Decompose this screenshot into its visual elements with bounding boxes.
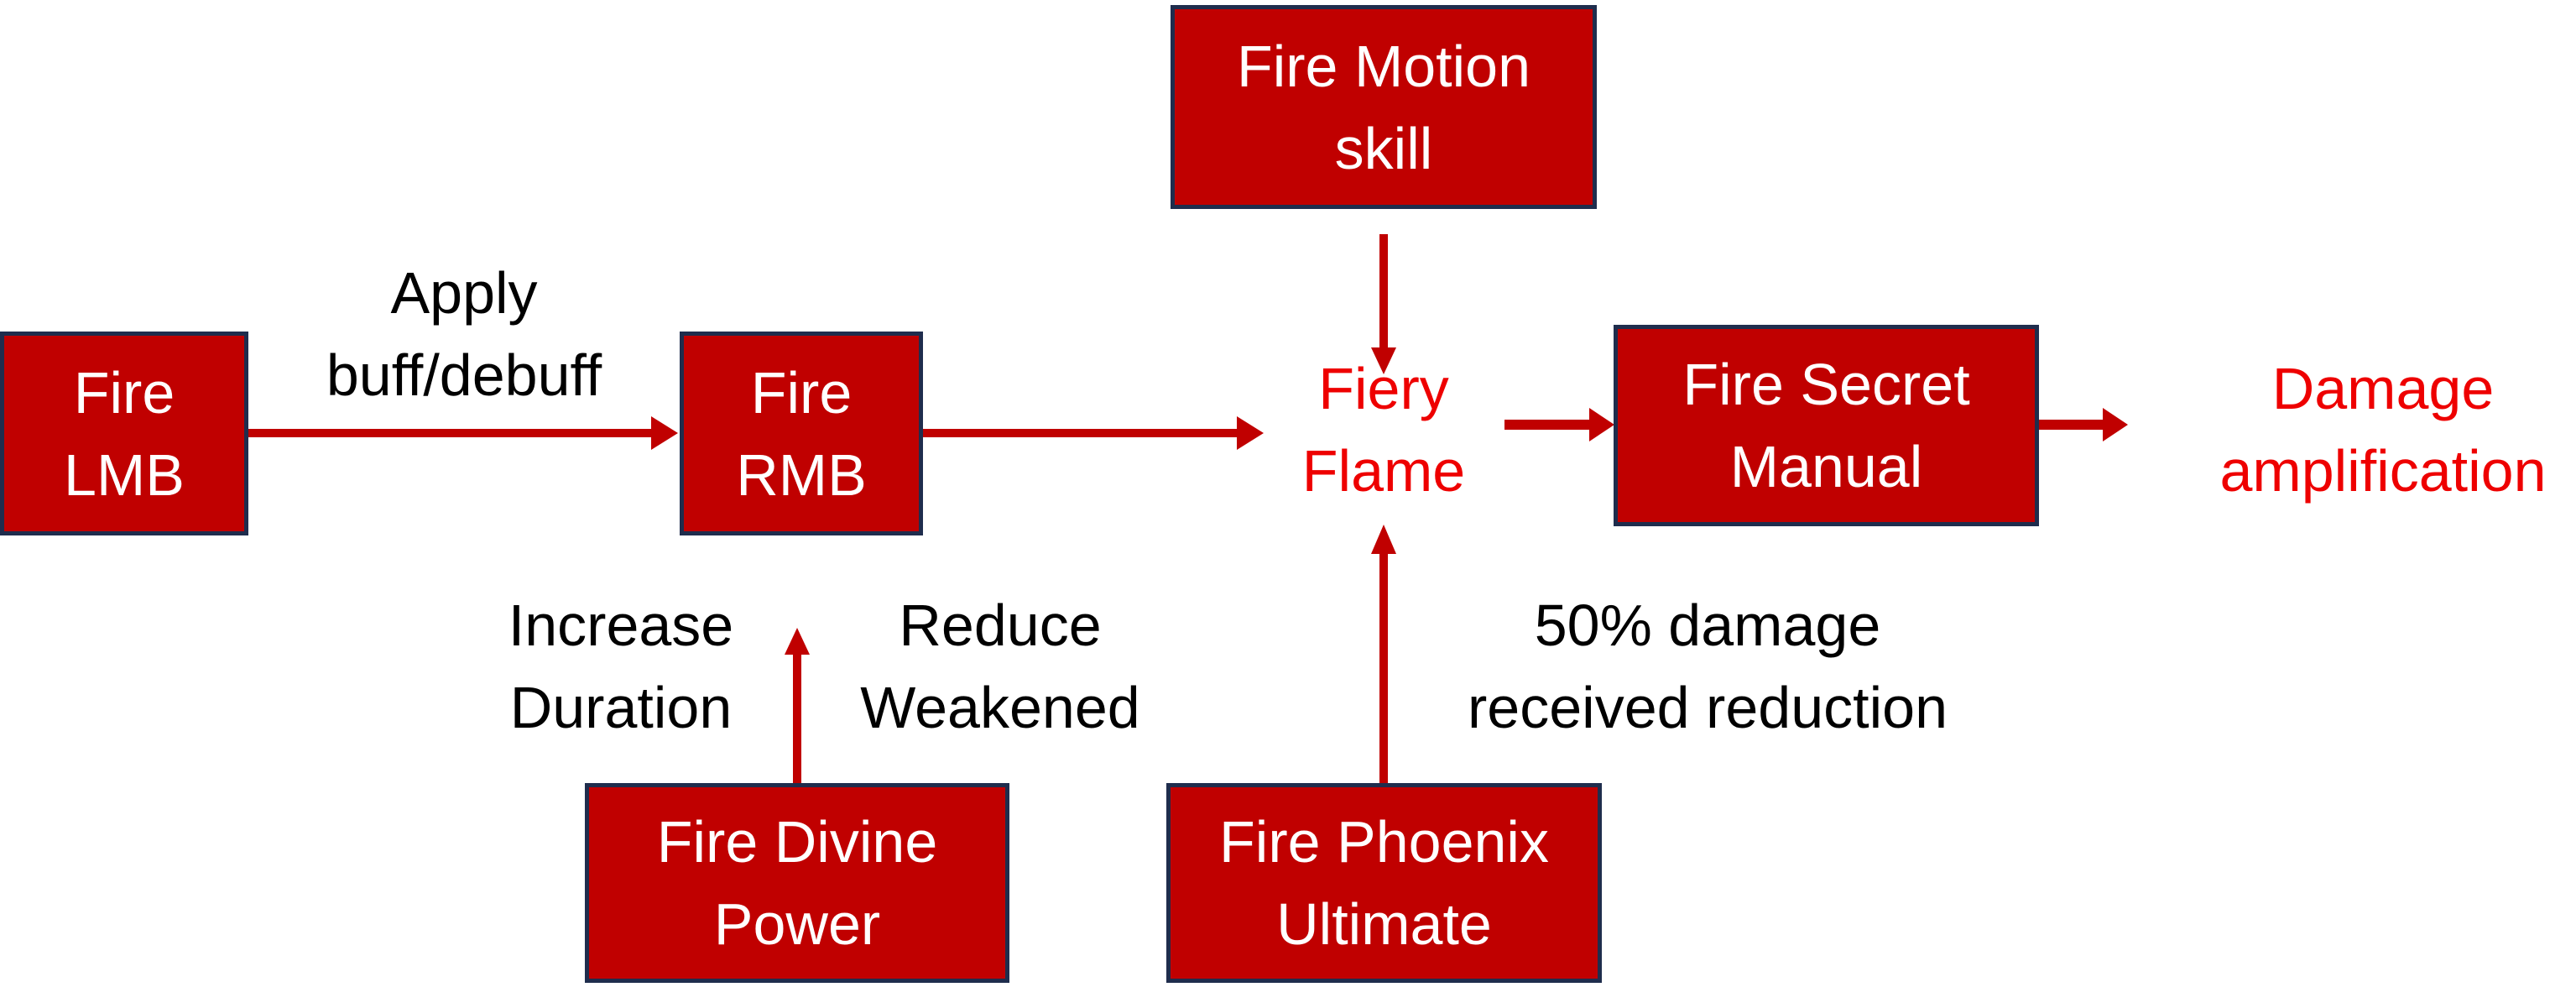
arrow-secret-to-damage (2039, 408, 2128, 441)
arrow-motion-to-fiery-flame (1371, 234, 1396, 374)
node-label-line2: Ultimate (1276, 891, 1492, 957)
node-label-line2: amplification (2219, 438, 2547, 504)
edge-label-line2: buff/debuff (326, 342, 602, 408)
node-damage-amplification: Damage amplification (2219, 347, 2546, 512)
edge-label-line1: Reduce (899, 593, 1102, 658)
arrow-fiery-flame-to-secret (1504, 408, 1614, 441)
node-label-line2: LMB (64, 441, 185, 508)
edge-label-reduce-weakened: Reduce Weakened (860, 584, 1139, 749)
edge-label-increase-duration: Increase Duration (508, 584, 733, 749)
node-label-line1: Fire Divine (656, 809, 938, 875)
edge-label-apply-buff-debuff: Apply buff/debuff (326, 252, 602, 416)
node-fire-divine-power: Fire Divine Power (585, 783, 1009, 983)
node-fire-secret-manual: Fire Secret Manual (1614, 325, 2039, 526)
edge-label-line1: Increase (508, 593, 734, 658)
node-label-line2: Power (713, 891, 881, 957)
node-label-line1: Damage (2271, 356, 2495, 421)
node-label-line1: Fire Secret (1682, 352, 1970, 417)
arrow-lmb-to-rmb (248, 416, 678, 450)
node-fire-motion-skill: Fire Motion skill (1171, 5, 1597, 209)
node-label-line1: Fire (73, 359, 175, 426)
node-label-line1: Fire Motion (1236, 33, 1531, 99)
node-label-line1: Fire (750, 359, 853, 426)
arrow-divine-to-rmb (785, 628, 810, 783)
node-label-line2: skill (1334, 115, 1433, 181)
node-label-line2: Manual (1729, 434, 1923, 499)
edge-label-line2: Weakened (860, 675, 1140, 740)
edge-label-line2: Duration (509, 675, 733, 740)
edge-label-line2: received reduction (1468, 675, 1948, 740)
edge-label-line1: Apply (390, 260, 538, 326)
node-label-line1: Fire Phoenix (1219, 809, 1549, 875)
node-label-line1: Fiery (1318, 356, 1449, 421)
node-fire-lmb: Fire LMB (0, 332, 248, 535)
edge-label-line1: 50% damage (1534, 593, 1881, 658)
edge-label-damage-reduction: 50% damage received reduction (1468, 584, 1948, 749)
node-fire-phoenix-ultimate: Fire Phoenix Ultimate (1166, 783, 1602, 983)
node-label-line2: Flame (1301, 438, 1466, 504)
node-label-line2: RMB (736, 441, 867, 508)
node-fiery-flame: Fiery Flame (1302, 347, 1465, 512)
node-fire-rmb: Fire RMB (680, 332, 923, 535)
arrow-rmb-to-fiery-flame (921, 416, 1264, 450)
arrow-phoenix-to-fiery-flame (1371, 525, 1396, 783)
